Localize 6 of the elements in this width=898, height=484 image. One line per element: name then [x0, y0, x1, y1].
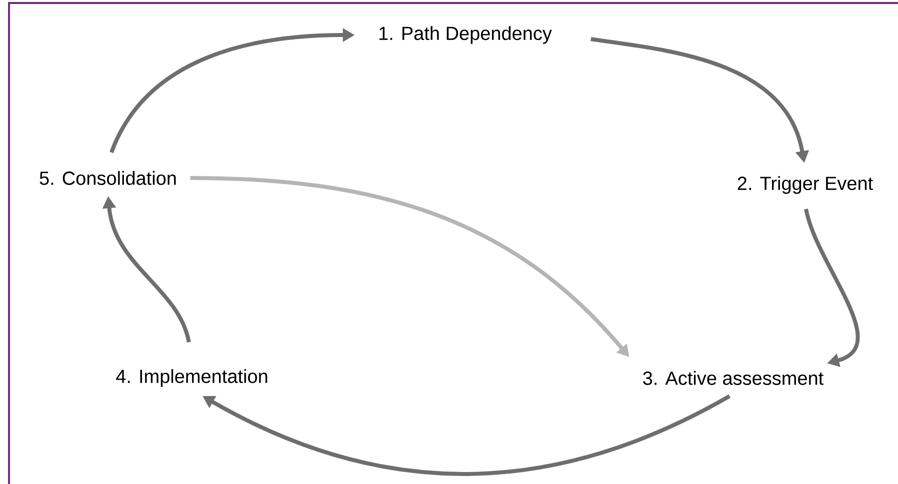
- step-label: 1. Path Dependency: [379, 26, 552, 44]
- step-label: 4. Implementation: [116, 369, 268, 387]
- arrow: [804, 208, 860, 367]
- step-label: 5. Consolidation: [40, 171, 176, 185]
- step-label: 3. Active assessment: [643, 371, 824, 385]
- step-label: 2. Trigger Event: [738, 176, 873, 194]
